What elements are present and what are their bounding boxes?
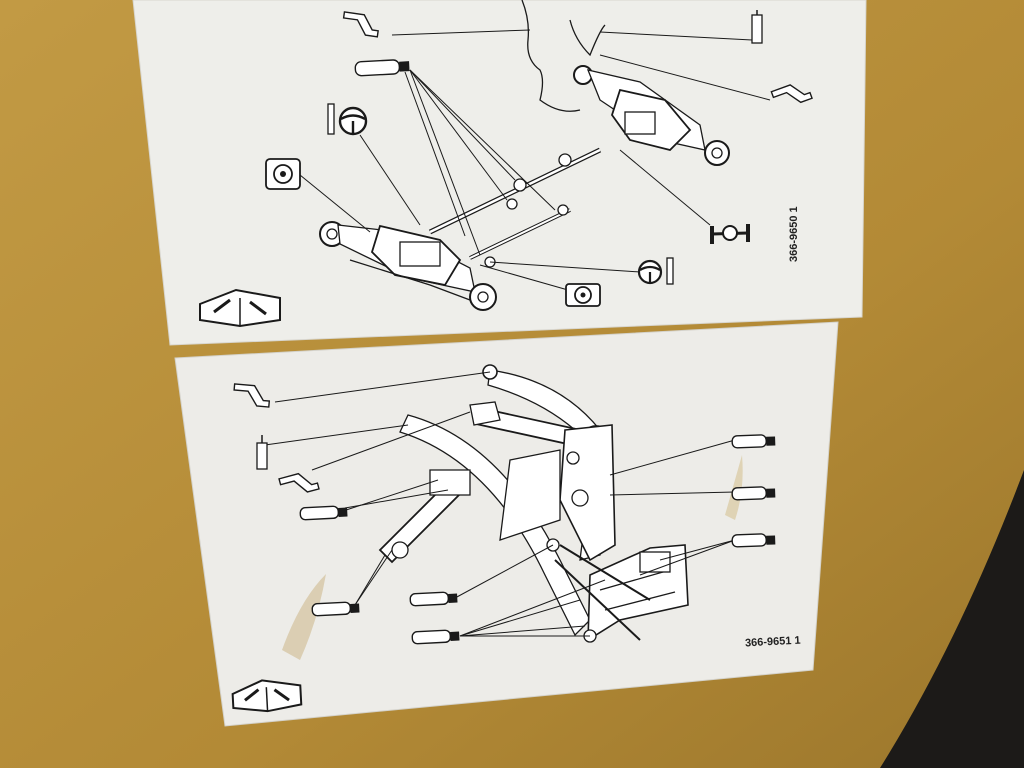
- drivetrain-lubrication-decal: [132, 0, 867, 346]
- axle-icon: [710, 224, 750, 244]
- callout-lines-top: [299, 29, 771, 291]
- hydraulic-hose-drawing: [521, 0, 581, 112]
- steering-wheel-icon: [327, 103, 368, 136]
- callout-lines-bottom: [264, 371, 736, 637]
- grease-smudge: [282, 574, 326, 660]
- front-axle-drawing: [573, 65, 730, 166]
- universal-joint-icon: [265, 158, 301, 190]
- grease-fitting-icon: [256, 435, 268, 470]
- grease-gun-icon: [342, 11, 379, 38]
- grease-smudge: [725, 455, 743, 520]
- operation-manual-icon: [199, 288, 281, 328]
- linkage-line-art: [264, 364, 736, 643]
- boom-arm-drawing: [399, 414, 591, 637]
- steering-wheel-icon: [637, 257, 674, 285]
- boom-arm-drawing: [487, 369, 611, 561]
- grease-gun-icon: [233, 383, 271, 408]
- loader-linkage-lubrication-decal: [174, 321, 839, 727]
- grease-cartridge-icon: [731, 533, 776, 548]
- grease-cartridge-icon: [409, 591, 458, 607]
- rear-axle-drawing: [319, 221, 497, 311]
- wire-drawing: [569, 19, 606, 57]
- grease-cartridge-icon: [354, 59, 410, 77]
- background-shadow: [880, 470, 1024, 768]
- operation-manual-icon: [231, 679, 303, 713]
- grease-fitting-icon: [751, 10, 763, 44]
- grease-cartridge-icon: [731, 486, 776, 501]
- grease-gun-icon: [770, 84, 813, 104]
- grease-cartridge-icon: [411, 629, 460, 645]
- grease-gun-icon: [278, 472, 320, 493]
- decal-paper: [132, 0, 867, 346]
- grease-cartridge-icon: [311, 601, 360, 617]
- drivetrain-line-art: [299, 0, 771, 311]
- grease-cartridge-icon: [731, 434, 776, 449]
- universal-joint-icon: [565, 283, 601, 307]
- decal-part-number: 366-9650 1: [788, 206, 800, 262]
- grease-cartridge-icon: [299, 505, 348, 521]
- frame-drawing: [499, 449, 561, 541]
